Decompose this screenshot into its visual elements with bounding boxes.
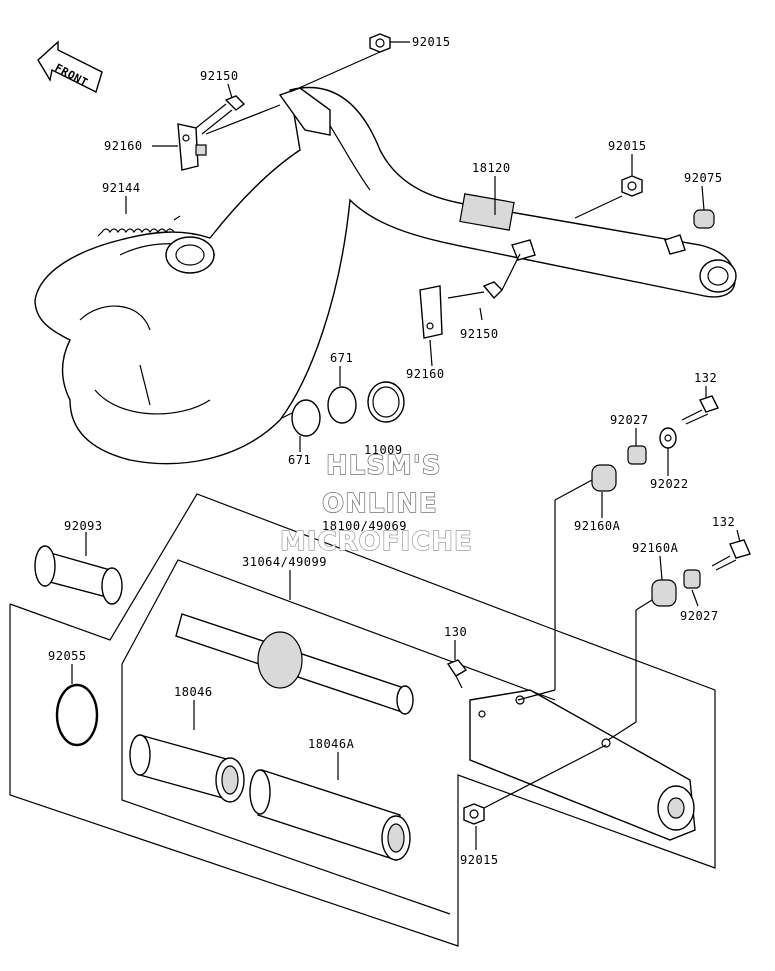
part-label-92055: 92055 [48,649,87,663]
part-label-11009: 11009 [364,443,403,457]
part-label-18100: 18100/49069 [322,519,407,533]
part-label-92093: 92093 [64,519,103,533]
part-label-92160-top: 92160 [104,139,143,153]
watermark: HLSM'S ONLINE MICROFICHE [279,450,473,557]
leader-lines [71,41,741,850]
part-label-92150-top: 92150 [200,69,239,83]
part-label-92160A-lower: 92160A [632,541,679,555]
part-label-671-lower: 671 [288,453,311,467]
part-label-92022: 92022 [650,477,689,491]
front-direction-arrow: FRONT [37,40,103,93]
part-label-92015-bottom: 92015 [460,853,499,867]
part-label-18046A: 18046A [308,737,355,751]
part-label-18046: 18046 [174,685,213,699]
part-label-132-upper: 132 [694,371,717,385]
watermark-line2: ONLINE [322,489,438,519]
part-label-92015-right: 92015 [608,139,647,153]
silencer-parts [34,545,696,861]
part-label-92075: 92075 [684,171,723,185]
part-label-671-upper: 671 [330,351,353,365]
part-label-92160-mid: 92160 [406,367,445,381]
part-label-92160A-upper: 92160A [574,519,621,533]
part-label-18120: 18120 [472,161,511,175]
hardware-parts [97,33,751,825]
part-label-92144: 92144 [102,181,141,195]
watermark-line1: HLSM'S [326,451,442,481]
part-label-31064: 31064/49099 [242,555,327,569]
part-label-92027-lower: 92027 [680,609,719,623]
expansion-chamber-pipe [34,86,737,465]
part-label-130: 130 [444,625,467,639]
watermark-line3: MICROFICHE [280,527,473,557]
part-labels: 92015 92150 92160 92144 18120 92015 9207… [48,35,735,867]
part-label-132-lower: 132 [712,515,735,529]
part-label-92027-upper: 92027 [610,413,649,427]
part-label-92015-top: 92015 [412,35,451,49]
part-label-92150-mid: 92150 [460,327,499,341]
